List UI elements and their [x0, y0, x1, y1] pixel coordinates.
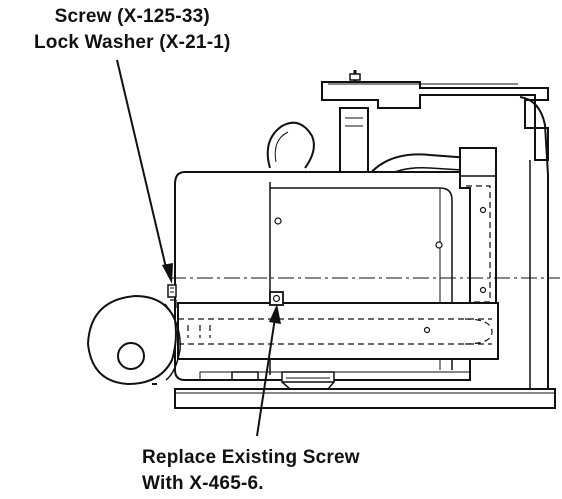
top-callout-label: Screw (X-125-33) Lock Washer (X-21-1) [34, 4, 231, 56]
lock-washer-part-label: Lock Washer (X-21-1) [34, 32, 231, 53]
bottom-leader-arrow [256, 304, 281, 437]
screw-part-label: Screw (X-125-33) [54, 6, 210, 27]
lower-shaft-bar [177, 302, 499, 360]
lever-handle [266, 121, 315, 169]
top-leader-arrow [116, 59, 173, 284]
replace-screw-instruction: Replace Existing Screw [142, 447, 360, 468]
replacement-part-number: With X-465-6. [142, 473, 264, 494]
machine-overarm [321, 70, 549, 390]
base-plate [174, 388, 556, 409]
bottom-callout-label: Replace Existing Screw With X-465-6. [142, 445, 360, 497]
pulley-wheel [86, 294, 181, 386]
lock-washer-screw [167, 284, 177, 308]
under-structure [231, 371, 335, 390]
needle-column [339, 107, 369, 183]
existing-screw-marker [269, 291, 284, 306]
